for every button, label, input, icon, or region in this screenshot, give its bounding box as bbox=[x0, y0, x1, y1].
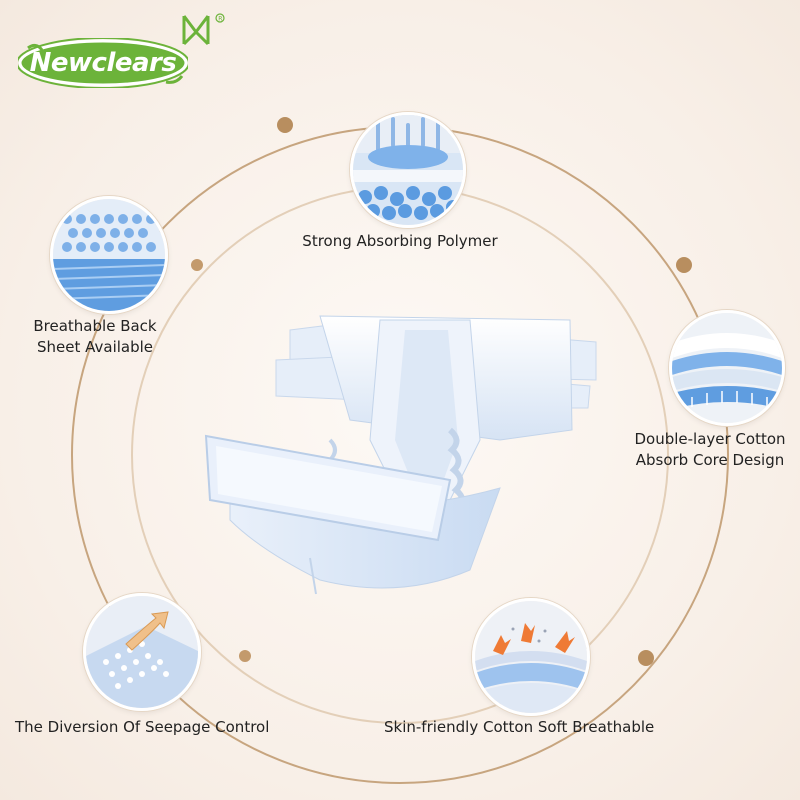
label-backsheet: Breathable Back Sheet Available bbox=[33, 317, 157, 356]
diaper-illustration bbox=[200, 300, 600, 605]
ring-dot bbox=[676, 257, 692, 273]
diversion-layer-icon bbox=[83, 593, 201, 711]
ring-dot bbox=[239, 650, 251, 662]
ring-dot bbox=[191, 259, 203, 271]
brand-logo: Newclears bbox=[16, 37, 190, 89]
brand-name: Newclears bbox=[29, 48, 177, 78]
ring-dot bbox=[277, 117, 293, 133]
label-seepage: The Diversion Of Seepage Control bbox=[15, 718, 270, 736]
layered-core-icon bbox=[669, 310, 785, 426]
label-cotton: Skin-friendly Cotton Soft Breathable bbox=[384, 718, 655, 736]
svg-text:R: R bbox=[218, 15, 222, 22]
ring-dot bbox=[638, 650, 654, 666]
polymer-beads-icon bbox=[350, 112, 466, 228]
breathable-arrows-icon bbox=[472, 598, 590, 716]
label-polymer: Strong Absorbing Polymer bbox=[302, 232, 498, 250]
label-core: Double-layer Cotton Absorb Core Design bbox=[634, 430, 786, 469]
breathable-mesh-icon bbox=[50, 196, 168, 314]
brand-mark-icon: R bbox=[180, 12, 228, 53]
